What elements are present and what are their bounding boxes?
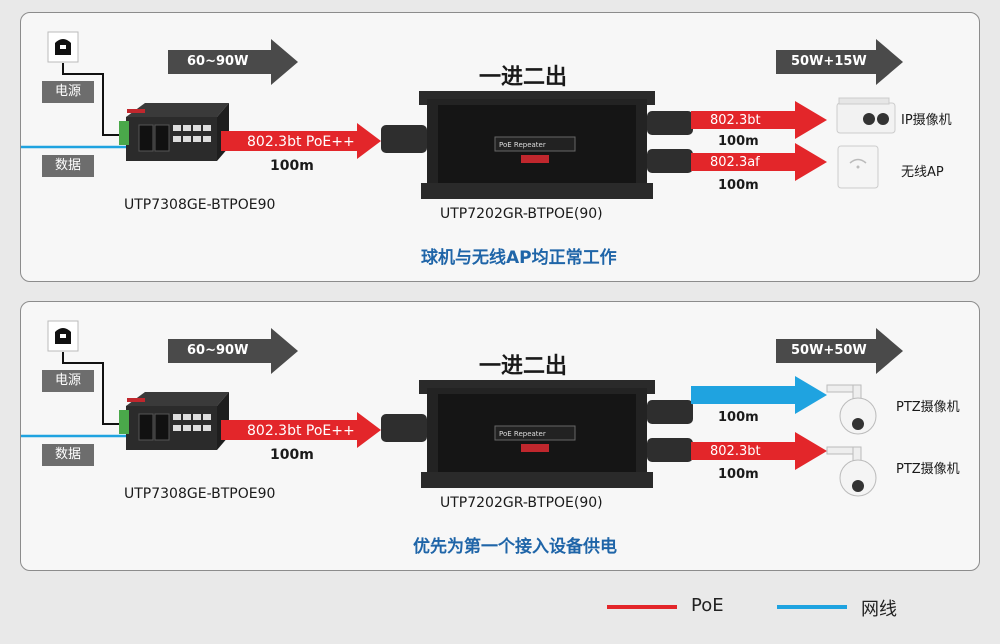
ptz-camera-icon [826, 446, 877, 497]
device-1-name: PTZ摄像机 [896, 400, 960, 415]
uplink-standard-label: 802.3bt PoE++ [247, 134, 355, 150]
output-2-standard-label: 802.3bt [710, 444, 761, 459]
output-1-poe-arrow [691, 101, 827, 139]
ip-camera-icon [836, 97, 896, 134]
panel-caption: 优先为第一个接入设备供电 [413, 537, 617, 557]
poe-switch-image [119, 103, 229, 161]
output-1-network-arrow [691, 376, 827, 414]
panel-2-graphics [21, 320, 903, 497]
output-power-label: 50W+15W [791, 54, 867, 69]
scenario-panel-2: 电源 数据 60~90W UTP7308GE-BTPOE90 802.3bt P… [20, 301, 980, 571]
device-model-label: UTP7202GR-BTPOE(90) [440, 206, 603, 222]
power-label: 电源 [42, 81, 94, 103]
power-cable [62, 63, 126, 136]
input-power-label: 60~90W [187, 343, 249, 358]
legend-poe-label: PoE [691, 595, 724, 616]
power-plug-icon [47, 320, 79, 352]
output-power-arrow [776, 39, 903, 85]
uplink-poe-arrow [221, 123, 381, 159]
output-1-standard-label: 802.3bt [710, 113, 761, 128]
power-label: 电源 [42, 370, 94, 392]
device-1-name: IP摄像机 [901, 113, 952, 128]
output-2-poe-arrow [691, 143, 827, 181]
legend-poe-swatch [607, 605, 677, 609]
switch-model-label: UTP7308GE-BTPOE90 [124, 486, 276, 502]
device-title: 一进二出 [479, 354, 568, 379]
uplink-poe-arrow [221, 412, 381, 448]
output-2-standard-label: 802.3af [710, 155, 760, 170]
panel-caption: 球机与无线AP均正常工作 [421, 248, 617, 268]
poe-repeater-image [381, 380, 693, 488]
output-1-distance-label: 100m [718, 410, 759, 425]
uplink-distance-label: 100m [270, 158, 314, 174]
panel-1-graphics [21, 31, 903, 199]
input-power-arrow [168, 39, 298, 85]
input-power-label: 60~90W [187, 54, 249, 69]
device-model-label: UTP7202GR-BTPOE(90) [440, 495, 603, 511]
output-1-distance-label: 100m [718, 134, 759, 149]
poe-switch-image [119, 392, 229, 450]
output-power-label: 50W+50W [791, 343, 867, 358]
legend-network-label: 网线 [861, 599, 897, 620]
wireless-ap-icon [837, 145, 879, 189]
output-2-distance-label: 100m [718, 178, 759, 193]
output-2-distance-label: 100m [718, 467, 759, 482]
scenario-panel-1: 电源 数据 60~90W UTP7308GE-BTPOE90 802.3bt P… [20, 12, 980, 282]
output-2-poe-arrow [691, 432, 827, 470]
data-label: 数据 [42, 444, 94, 466]
power-plug-icon [47, 31, 79, 63]
data-label: 数据 [42, 155, 94, 177]
device-title: 一进二出 [479, 65, 568, 90]
device-face-text: PoE Repeater [499, 430, 546, 438]
uplink-distance-label: 100m [270, 447, 314, 463]
legend-network-swatch [777, 605, 847, 609]
device-face-text: PoE Repeater [499, 141, 546, 149]
switch-model-label: UTP7308GE-BTPOE90 [124, 197, 276, 213]
output-power-arrow [776, 328, 903, 374]
ptz-camera-icon [826, 384, 877, 435]
device-2-name: PTZ摄像机 [896, 462, 960, 477]
power-cable [62, 352, 126, 425]
uplink-standard-label: 802.3bt PoE++ [247, 423, 355, 439]
device-2-name: 无线AP [901, 165, 944, 180]
input-power-arrow [168, 328, 298, 374]
poe-repeater-image [381, 91, 693, 199]
